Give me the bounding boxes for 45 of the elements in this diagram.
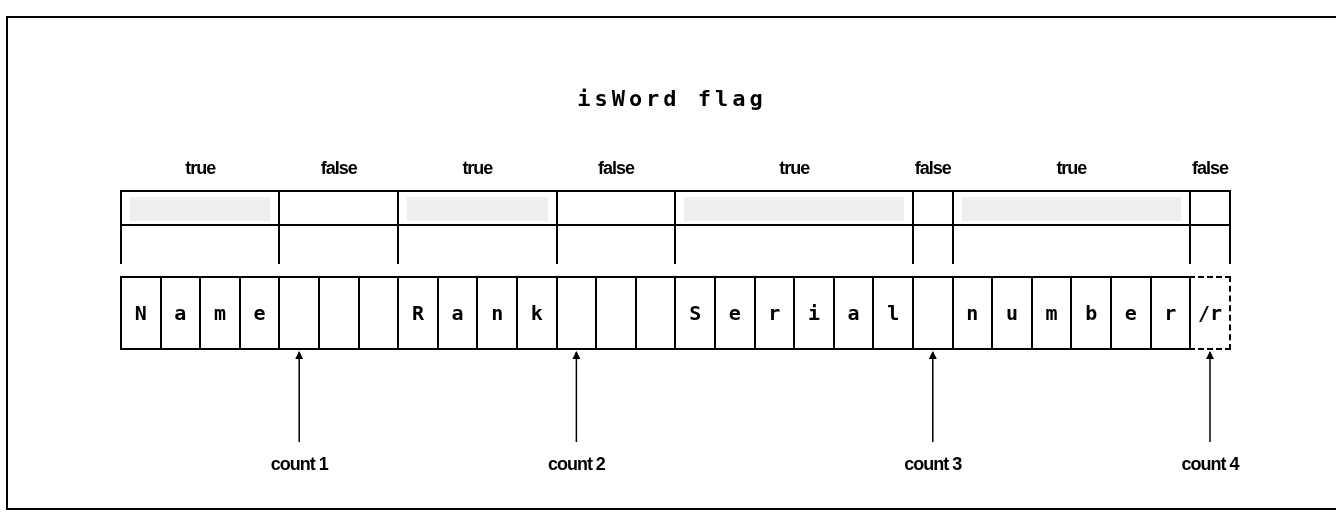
- character-cell: e: [714, 276, 756, 350]
- flag-value-label: false: [913, 158, 952, 179]
- character-cell: r: [753, 276, 796, 350]
- counter-label: count 2: [547, 454, 605, 475]
- flag-value-label: false: [1190, 158, 1230, 179]
- diagram-title: isWord flag: [576, 86, 768, 111]
- flag-value-label: true: [461, 158, 494, 179]
- character-cell: b: [1070, 276, 1112, 350]
- character-cell: n: [951, 276, 994, 350]
- character-cell: m: [1030, 276, 1073, 350]
- empty-character-cell: [595, 276, 637, 350]
- counter-label: count 1: [270, 454, 328, 475]
- character-cell: e: [1110, 276, 1152, 350]
- flag-value-label: true: [778, 158, 811, 179]
- character-cell: N: [120, 276, 162, 350]
- character-cell: a: [436, 276, 479, 350]
- pointer-arrow: [572, 351, 581, 443]
- character-cell: u: [991, 276, 1033, 350]
- character-cell: i: [793, 276, 835, 350]
- character-cell: r: [1149, 276, 1192, 350]
- flag-value-label: false: [596, 158, 636, 179]
- character-cell: a: [832, 276, 875, 350]
- character-cell: R: [397, 276, 439, 350]
- character-cell: k: [516, 276, 558, 350]
- empty-character-cell: [555, 276, 598, 350]
- empty-character-cell: [357, 276, 400, 350]
- pointer-arrow: [1206, 351, 1214, 443]
- empty-character-cell: [912, 276, 954, 350]
- flag-value-label: true: [184, 158, 217, 179]
- empty-character-cell: [634, 276, 677, 350]
- character-cell: a: [159, 276, 202, 350]
- character-cell: n: [476, 276, 518, 350]
- counter-label: count 4: [1181, 454, 1239, 475]
- empty-character-cell: [318, 276, 360, 350]
- pointer-arrow: [295, 351, 304, 443]
- character-cell: m: [199, 276, 241, 350]
- character-cell: e: [238, 276, 281, 350]
- pointer-arrow: [928, 351, 937, 443]
- empty-character-cell: [278, 276, 320, 350]
- flag-value-label: true: [1055, 158, 1088, 179]
- character-cell: S: [674, 276, 716, 350]
- character-cell: l: [872, 276, 914, 350]
- counter-label: count 3: [904, 454, 962, 475]
- flag-value-label: false: [319, 158, 358, 179]
- character-cell: /r: [1189, 276, 1231, 350]
